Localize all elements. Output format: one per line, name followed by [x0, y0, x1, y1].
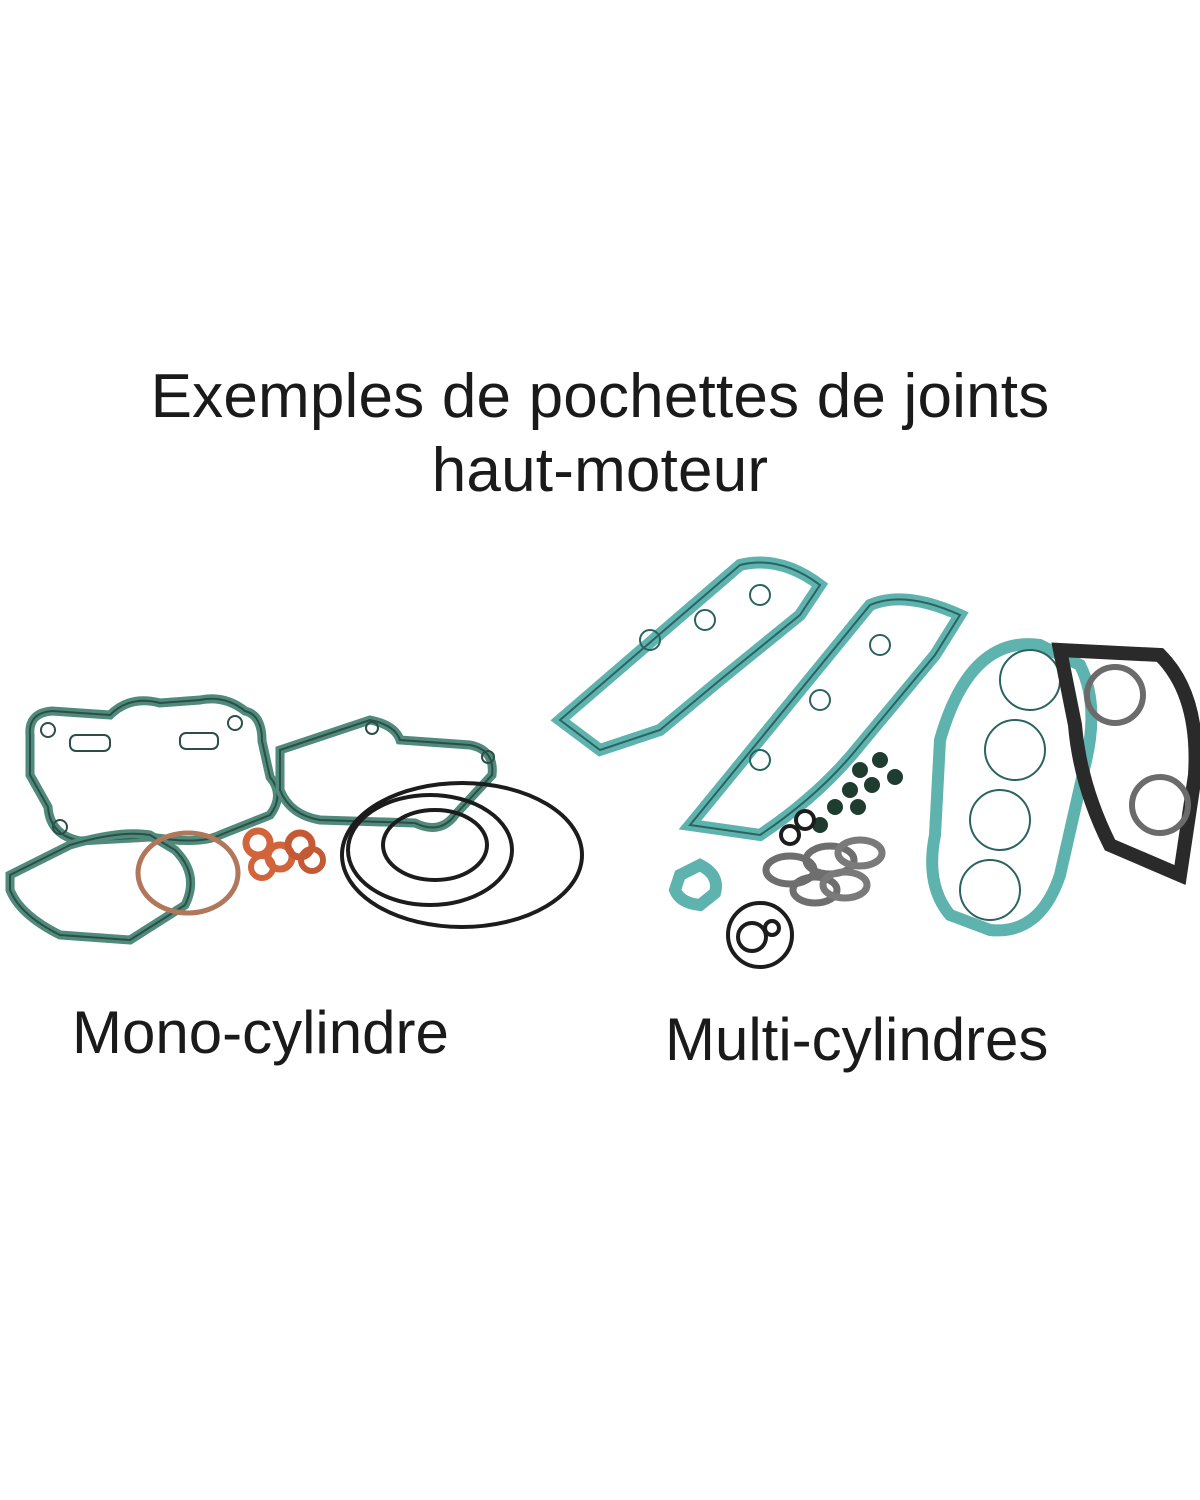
mono-cylinder-gasket-set: [5, 694, 584, 945]
caption-multi-cylinder: Multi-cylindres: [665, 1006, 1049, 1073]
valve-stem-seals: [812, 752, 903, 833]
title-line-2: haut-moteur: [431, 436, 769, 505]
multi-cylinder-gasket-set: [550, 556, 1200, 969]
metal-rings: [762, 836, 886, 907]
gasket-illustration: [5, 556, 1200, 969]
orange-seal-washers: [242, 827, 326, 881]
cylinder-head-gasket: [1051, 642, 1200, 886]
small-o-rings: [726, 809, 816, 969]
valve-cover-gasket-2: [678, 593, 969, 842]
copper-ring: [135, 830, 241, 916]
page-title: Exemples de pochettes de joints haut-mot…: [0, 360, 1200, 508]
o-rings: [340, 781, 584, 929]
head-gasket: [275, 715, 497, 832]
exhaust-gasket: [5, 829, 196, 945]
title-line-1: Exemples de pochettes de joints: [150, 362, 1050, 431]
caption-mono-cylinder: Mono-cylindre: [72, 999, 449, 1066]
small-teal-gasket: [668, 858, 722, 912]
